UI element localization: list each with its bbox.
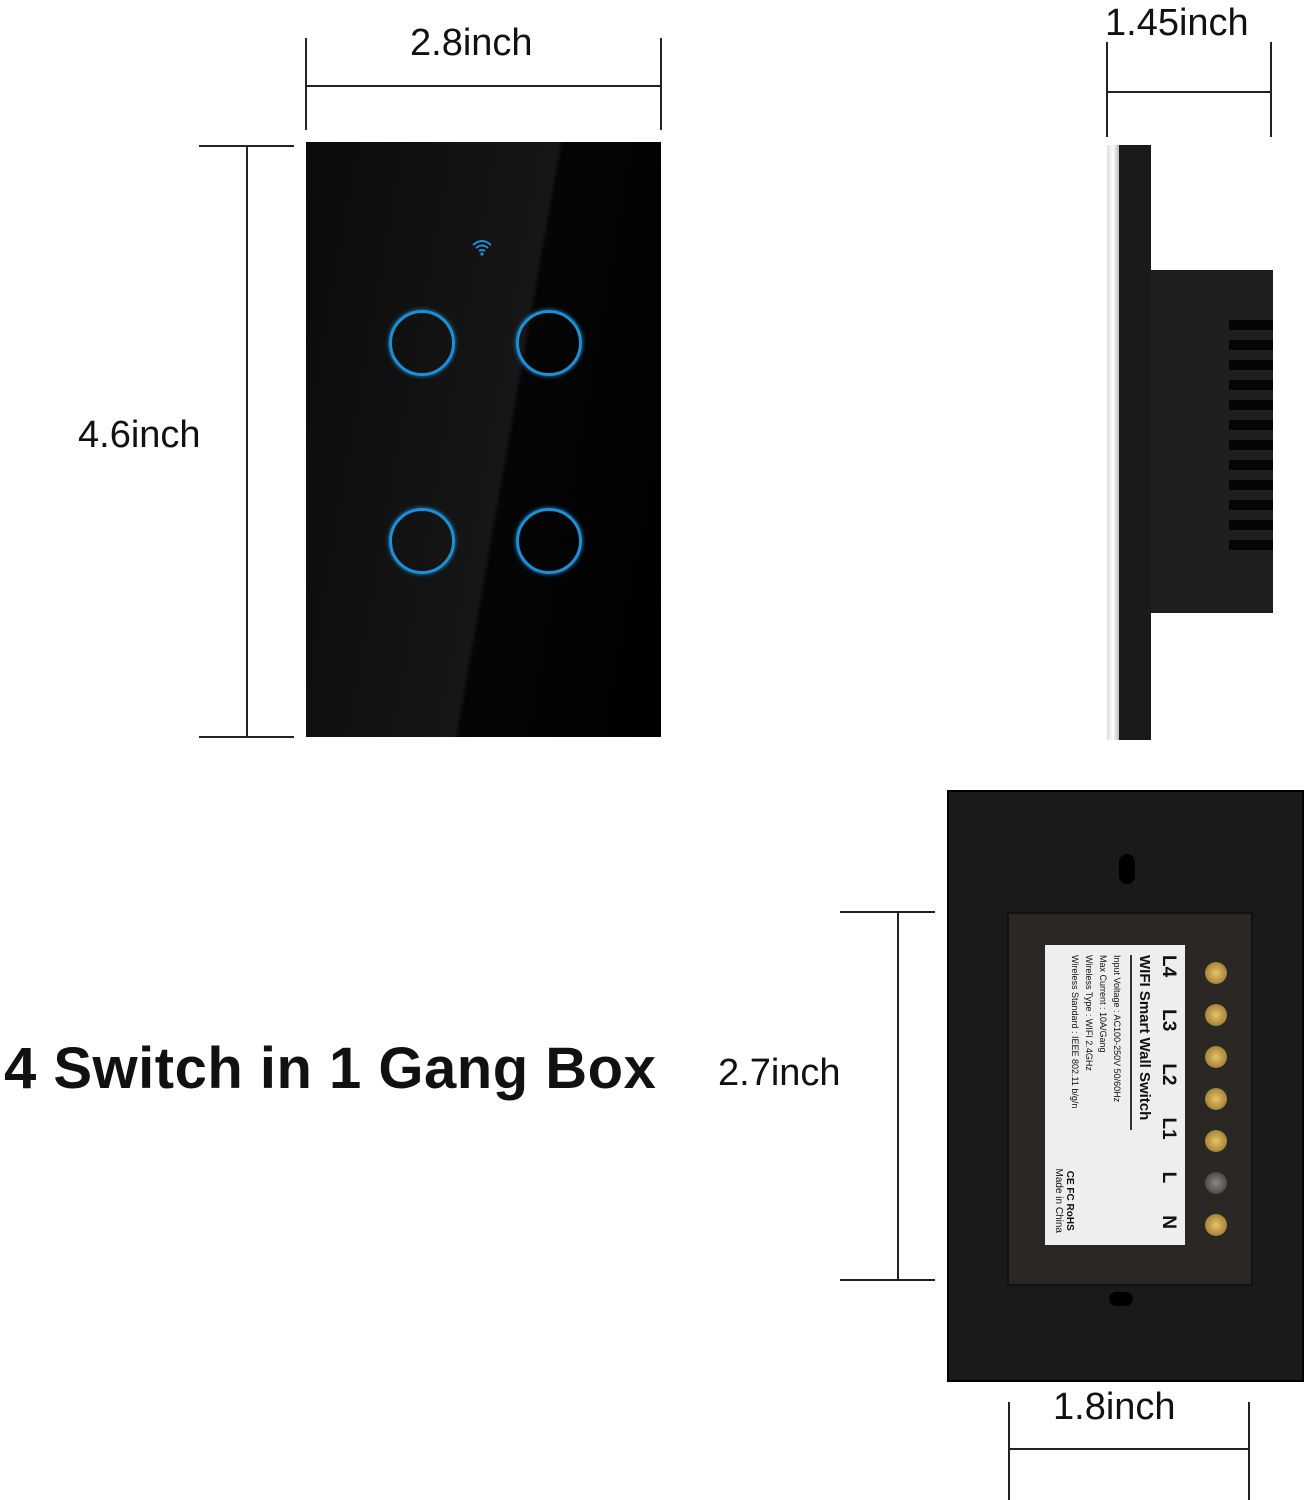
spec-wireless-type: Wireless Type : WIFI 2.4GHz [1084,955,1094,1071]
dim-tick [840,1279,935,1281]
terminal-l3: L3 [1158,1009,1179,1032]
origin: Made in China [1053,1168,1064,1233]
dim-tick [1106,42,1108,137]
label-title: WIFI Smart Wall Switch [1130,955,1153,1130]
terminal-l1: L1 [1158,1117,1179,1140]
dim-line [305,85,662,87]
terminal-n: N [1158,1215,1179,1229]
dim-tick [840,911,935,913]
front-width-label: 2.8inch [410,22,533,64]
spec-voltage: Input Voltage : AC100-250V 50/60Hz [1112,955,1122,1103]
touch-button-2 [516,310,582,376]
touch-button-1 [389,310,455,376]
box-height-label: 2.7inch [718,1052,841,1094]
dim-line [246,145,248,738]
dim-line [1008,1448,1250,1450]
terminal-l4: L4 [1158,955,1179,978]
side-depth-label: 1.45inch [1105,2,1249,44]
touch-button-3 [389,508,455,574]
side-frame [1119,145,1151,740]
dim-line [1106,91,1272,93]
side-module-box [1151,270,1273,613]
wifi-icon [472,240,492,256]
box-width-label: 1.8inch [1053,1386,1176,1428]
dim-tick [1008,1402,1010,1500]
switch-front-panel [306,142,661,737]
dim-tick [1270,42,1272,137]
dim-line [897,911,899,1281]
certifications: CE FC RoHS Made in China [1053,1169,1075,1233]
mount-slot [1119,854,1135,884]
spec-label: L4 L3 L2 L1 L N WIFI Smart Wall Switch I… [1045,945,1185,1245]
terminal-l: L [1158,1171,1179,1184]
dim-tick [660,38,662,130]
dim-tick [1248,1402,1250,1500]
spec-current: Max Current : 10A/Gang [1098,955,1108,1053]
front-height-label: 4.6inch [78,414,201,456]
terminal-l2: L2 [1158,1063,1179,1086]
touch-button-4 [516,508,582,574]
cert-marks: CE FC RoHS [1064,1170,1075,1231]
headline: 4 Switch in 1 Gang Box [4,1036,657,1101]
side-glass-plate [1107,145,1119,740]
terminal-labels: L4 L3 L2 L1 L N [1157,955,1179,1235]
dim-tick [305,38,307,130]
